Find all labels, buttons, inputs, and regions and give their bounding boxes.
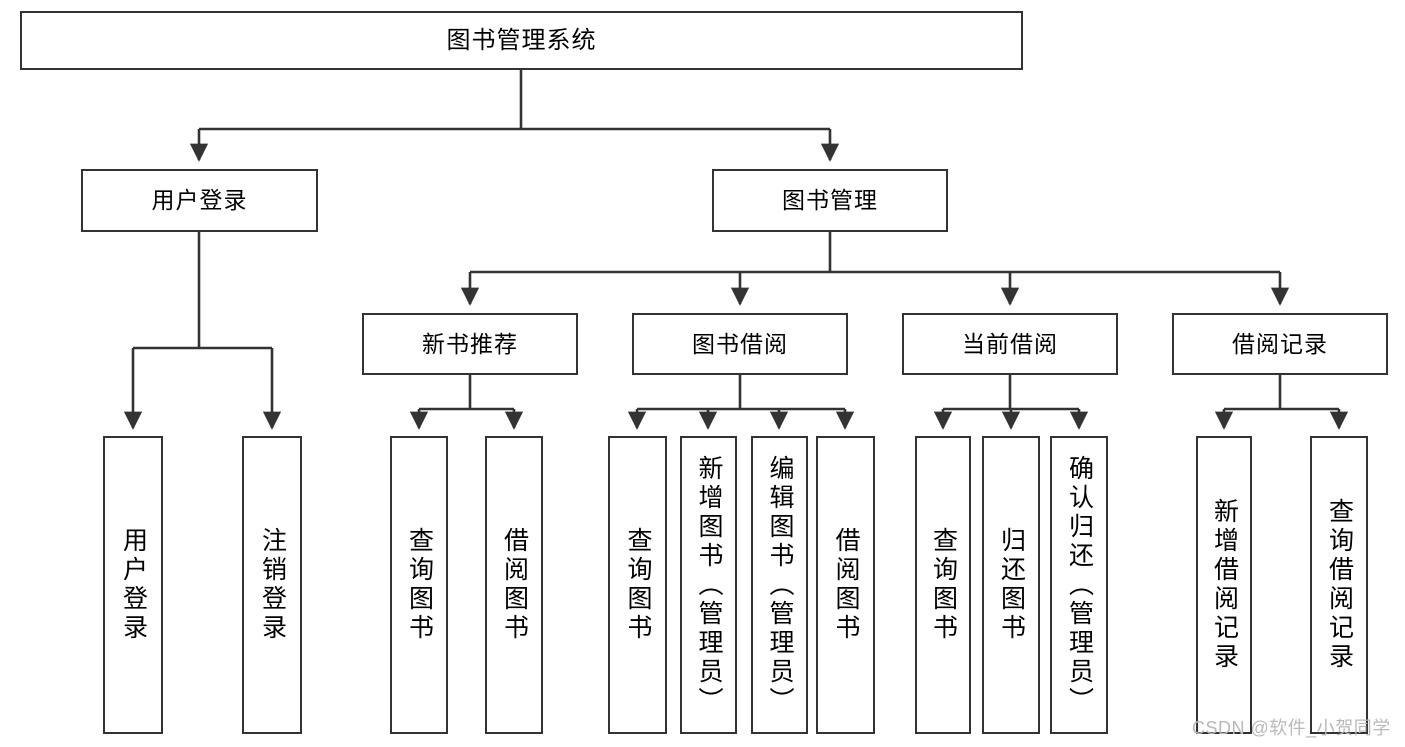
node-current-borrow[interactable]: 当前借阅: [902, 313, 1118, 375]
node-leaf-user-logout-label: 注销登录: [258, 527, 287, 643]
node-leaf-confirm-return-admin-label: 确认归还（管理员）: [1065, 454, 1094, 716]
node-leaf-borrow-book-rec-label: 借阅图书: [500, 527, 529, 643]
node-leaf-borrow-book[interactable]: 借阅图书: [816, 436, 875, 734]
node-leaf-query-book-borrow[interactable]: 查询图书: [608, 436, 667, 734]
node-borrow-record-label: 借阅记录: [1232, 330, 1328, 357]
node-current-borrow-label: 当前借阅: [962, 330, 1058, 357]
watermark: CSDN @软件_小贺同学: [1192, 718, 1391, 738]
node-leaf-borrow-book-rec[interactable]: 借阅图书: [485, 436, 543, 734]
node-leaf-user-logout[interactable]: 注销登录: [242, 436, 302, 734]
node-new-book-rec[interactable]: 新书推荐: [362, 313, 578, 375]
node-leaf-query-borrow-record[interactable]: 查询借阅记录: [1310, 436, 1368, 734]
node-user-login-label: 用户登录: [151, 187, 248, 214]
node-borrow-record[interactable]: 借阅记录: [1172, 313, 1388, 375]
node-book-manage[interactable]: 图书管理: [712, 169, 948, 232]
node-leaf-confirm-return-admin[interactable]: 确认归还（管理员）: [1050, 436, 1108, 734]
node-book-manage-label: 图书管理: [782, 187, 878, 214]
node-root[interactable]: 图书管理系统: [20, 11, 1023, 70]
node-leaf-add-borrow-record[interactable]: 新增借阅记录: [1196, 436, 1252, 734]
node-user-login[interactable]: 用户登录: [81, 169, 318, 232]
node-leaf-query-book-current-label: 查询图书: [929, 527, 958, 643]
node-leaf-query-book-current[interactable]: 查询图书: [915, 436, 971, 734]
node-leaf-edit-book-admin[interactable]: 编辑图书（管理员）: [751, 436, 808, 734]
node-leaf-add-borrow-record-label: 新增借阅记录: [1210, 498, 1239, 672]
node-book-borrow-label: 图书借阅: [692, 330, 788, 357]
node-root-label: 图书管理系统: [446, 26, 597, 54]
node-book-borrow[interactable]: 图书借阅: [632, 313, 848, 375]
node-leaf-add-book-admin-label: 新增图书（管理员）: [695, 454, 723, 716]
node-leaf-query-book-borrow-label: 查询图书: [624, 527, 652, 643]
node-leaf-user-login[interactable]: 用户登录: [103, 436, 163, 734]
node-leaf-return-book[interactable]: 归还图书: [982, 436, 1040, 734]
node-leaf-borrow-book-label: 借阅图书: [832, 527, 860, 643]
node-new-book-rec-label: 新书推荐: [422, 330, 518, 357]
node-leaf-user-login-label: 用户登录: [119, 527, 148, 643]
node-leaf-edit-book-admin-label: 编辑图书（管理员）: [766, 454, 794, 716]
node-leaf-query-borrow-record-label: 查询借阅记录: [1325, 498, 1354, 672]
node-leaf-query-book-rec[interactable]: 查询图书: [390, 436, 448, 734]
node-leaf-query-book-rec-label: 查询图书: [405, 527, 434, 643]
node-leaf-return-book-label: 归还图书: [997, 527, 1026, 643]
node-leaf-add-book-admin[interactable]: 新增图书（管理员）: [680, 436, 737, 734]
